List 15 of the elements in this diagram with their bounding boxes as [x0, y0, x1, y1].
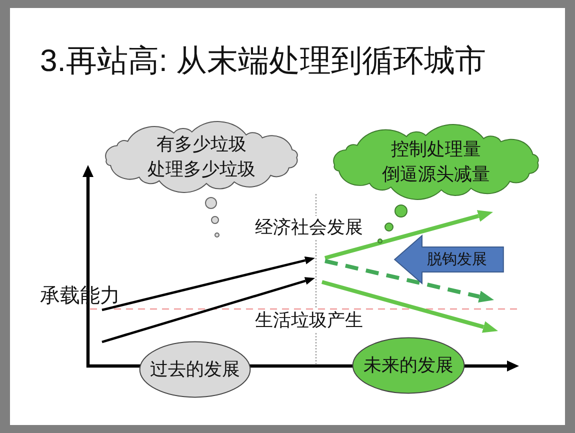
slide-title: 3.再站高: 从末端处理到循环城市 [40, 42, 486, 80]
stage-oval [139, 341, 251, 398]
oval-label: 过去的发展 [150, 358, 240, 380]
cloud-text: 控制处理量 [391, 138, 481, 161]
thought-cloud [105, 121, 298, 193]
cloud-text: 处理多少垃圾 [148, 158, 256, 181]
line-label: 生活垃圾产生 [255, 310, 363, 331]
stage-oval [352, 337, 465, 394]
cloud-text: 有多少垃圾 [156, 132, 246, 156]
line-label: 经济社会发展 [255, 217, 363, 238]
arrow-label: 脱钩发展 [427, 250, 487, 268]
cloud-text: 倒逼源头减量 [382, 163, 490, 186]
oval-label: 未来的发展 [364, 354, 454, 376]
left-block-arrow [394, 235, 504, 284]
thought-cloud [333, 124, 539, 200]
